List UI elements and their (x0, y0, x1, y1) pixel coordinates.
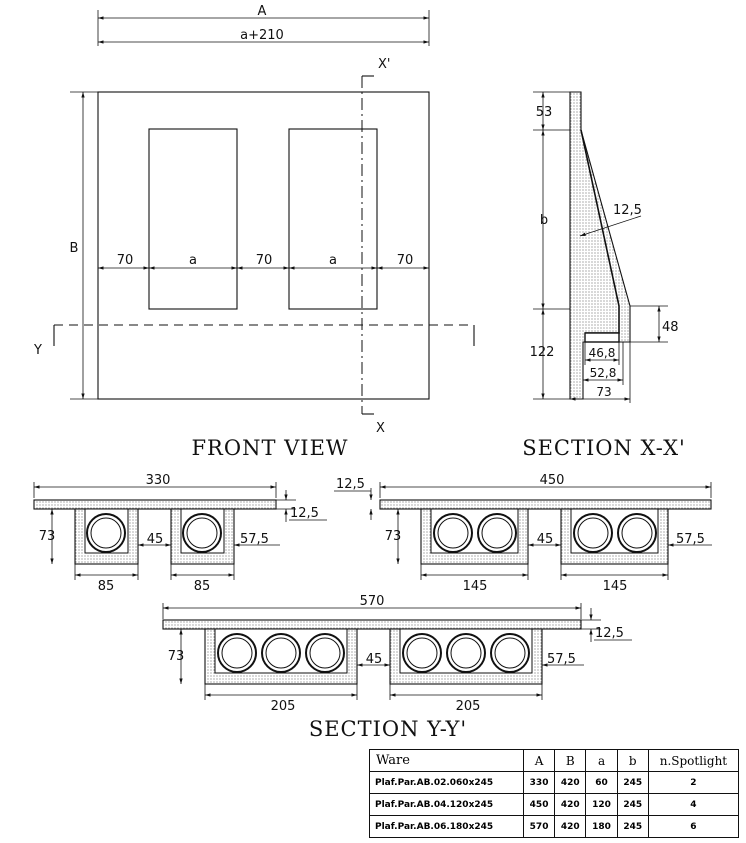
dim-85-left: 85 (98, 579, 115, 594)
table-row: Plaf.Par.AB.06.180x245 570 420 180 245 6 (369, 815, 740, 838)
cell-b: 245 (616, 815, 649, 838)
section-marker-y-left: Y (33, 343, 42, 358)
dim-70-right: 70 (397, 253, 414, 268)
dim-70-left: 70 (117, 253, 134, 268)
dim-a-right: a (329, 253, 337, 268)
dim-57-5-450: 57,5 (676, 532, 705, 547)
header-b: b (616, 749, 649, 772)
front-opening-left (148, 128, 238, 310)
dim-b-label: b (540, 213, 548, 228)
plate-330 (33, 499, 277, 510)
dim-450-label: 450 (540, 473, 565, 488)
cell-ware: Plaf.Par.AB.04.120x245 (369, 793, 524, 816)
section-xx: 53 b 122 12,5 48 46,8 52,8 73 SECTION X-… (522, 91, 686, 460)
front-panel-outline (97, 91, 430, 400)
table-row: Plaf.Par.AB.02.060x245 330 420 60 245 2 (369, 771, 740, 794)
section-marker-x-top: X' (378, 57, 390, 72)
spotlight-icon (446, 633, 486, 673)
spotlight-icon (261, 633, 301, 673)
plate-450 (379, 499, 712, 510)
section-570: 570 73 45 57,5 12,5 (162, 594, 632, 741)
dim-a-left: a (189, 253, 197, 268)
spotlight-icon (182, 513, 222, 553)
dim-73-330: 73 (39, 529, 56, 544)
dim-57-5-570: 57,5 (547, 652, 576, 667)
dim-145-right: 145 (603, 579, 628, 594)
dim-73-label: 73 (596, 385, 611, 399)
dim-12-5-570: 12,5 (595, 626, 624, 641)
dim-330-label: 330 (146, 473, 171, 488)
header-ware: Ware (369, 749, 524, 772)
section-marker-x-bottom: X (376, 421, 385, 436)
spotlight-icon (617, 513, 657, 553)
spotlight-icon (573, 513, 613, 553)
dim-53-label: 53 (536, 105, 553, 120)
dim-85-right: 85 (194, 579, 211, 594)
cell-B: 420 (554, 771, 587, 794)
cell-b: 245 (616, 793, 649, 816)
dim-205-left: 205 (271, 699, 296, 714)
table-header-row: Ware A B a b n.Spotlight (369, 749, 740, 772)
cell-spotlight: 4 (647, 793, 740, 816)
cell-a: 180 (585, 815, 618, 838)
dim-73-570: 73 (168, 649, 185, 664)
dim-122-label: 122 (530, 345, 555, 360)
dim-A-label: A (258, 4, 267, 19)
cell-A: 330 (522, 771, 556, 794)
spotlight-icon (477, 513, 517, 553)
dim-12-5-450: 12,5 (336, 477, 365, 492)
dim-205-right: 205 (456, 699, 481, 714)
plate-570 (162, 619, 582, 630)
dim-145-left: 145 (463, 579, 488, 594)
dim-70-mid: 70 (256, 253, 273, 268)
cell-B: 420 (554, 815, 587, 838)
front-view-title: FRONT VIEW (191, 436, 348, 460)
dim-45-570: 45 (366, 652, 383, 667)
spotlight-icon (433, 513, 473, 553)
cell-a: 120 (585, 793, 618, 816)
ware-table: Ware A B a b n.Spotlight Plaf.Par.AB.02.… (369, 749, 740, 838)
header-a: a (585, 749, 618, 772)
cell-A: 450 (522, 793, 556, 816)
header-A: A (522, 749, 556, 772)
dim-57-5-330: 57,5 (240, 532, 269, 547)
dim-B-label: B (70, 241, 79, 256)
dim-12-5-330: 12,5 (290, 506, 319, 521)
dim-45-450: 45 (537, 532, 554, 547)
cell-ware: Plaf.Par.AB.02.060x245 (369, 771, 524, 794)
cell-B: 420 (554, 793, 587, 816)
dim-48-label: 48 (662, 320, 679, 335)
dim-12-5-label: 12,5 (613, 203, 642, 218)
spotlight-icon (402, 633, 442, 673)
dim-a210-label: a+210 (240, 28, 284, 43)
cell-spotlight: 2 (647, 771, 740, 794)
cell-spotlight: 6 (647, 815, 740, 838)
header-spotlight: n.Spotlight (647, 749, 740, 772)
dim-570-label: 570 (360, 594, 385, 609)
table-row: Plaf.Par.AB.04.120x245 450 420 120 245 4 (369, 793, 740, 816)
front-opening-right (288, 128, 378, 310)
dim-46-8-label: 46,8 (589, 346, 616, 360)
dim-52-8-label: 52,8 (590, 366, 617, 380)
cell-A: 570 (522, 815, 556, 838)
cell-ware: Plaf.Par.AB.06.180x245 (369, 815, 524, 838)
header-B: B (554, 749, 587, 772)
section-xx-title: SECTION X-X' (522, 436, 686, 460)
spotlight-icon (86, 513, 126, 553)
spotlight-icon (490, 633, 530, 673)
spotlight-icon (217, 633, 257, 673)
cell-a: 60 (585, 771, 618, 794)
section-330: 330 73 45 57,5 12,5 85 (33, 473, 327, 594)
cell-b: 245 (616, 771, 649, 794)
front-view: A a+210 B 70 a 70 a 70 X' X Y (33, 4, 475, 460)
spotlight-icon (305, 633, 345, 673)
section-yy-title: SECTION Y-Y' (309, 717, 467, 741)
dim-45-330: 45 (147, 532, 164, 547)
dim-73-450: 73 (385, 529, 402, 544)
section-450: 12,5 450 73 45 57,5 145 (334, 473, 712, 594)
